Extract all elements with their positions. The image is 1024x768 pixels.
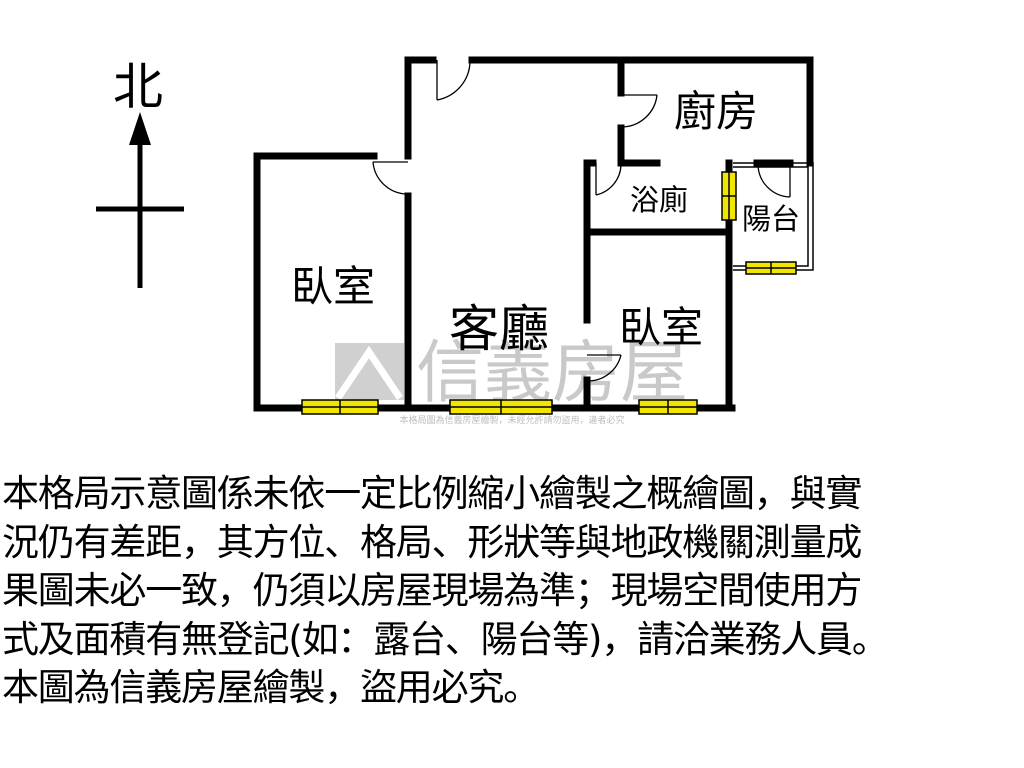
watermark-logo-icon	[335, 343, 404, 400]
compass-north-label: 北	[113, 58, 163, 116]
doors	[372, 60, 791, 382]
watermark-small-text: 本格局圖為信義房屋繪製，未經允許請勿盜用，違者必究	[399, 414, 624, 426]
window	[721, 171, 737, 221]
window	[301, 399, 379, 415]
window	[449, 399, 553, 415]
room-label-bathroom: 浴廁	[630, 183, 688, 217]
room-label-balcony: 陽台	[742, 202, 800, 236]
disclaimer-line: 本格局示意圖係未依一定比例縮小繪製之概繪圖，與實	[2, 472, 862, 515]
bedroom-left-door	[372, 161, 408, 195]
window	[638, 399, 698, 415]
floor-plan: 北 信義房屋 本格局圖為信義房屋繪製，未經允許請勿盜用，違者必究	[96, 56, 814, 426]
window	[745, 261, 797, 275]
disclaimer-line: 況仍有差距，其方位、格局、形狀等與地政機關測量成	[2, 520, 862, 564]
room-label-bedroom-left: 臥室	[291, 262, 375, 311]
kitchen-door	[621, 94, 658, 128]
disclaimer-line: 本圖為信義房屋繪製，盜用必究。	[2, 666, 540, 709]
balcony-door	[757, 163, 791, 198]
compass: 北	[96, 58, 184, 288]
room-label-bedroom-right: 臥室	[619, 303, 703, 352]
disclaimer-line: 式及面積有無登記(如：露台、陽台等)，請洽業務人員。	[2, 617, 889, 661]
room-label-kitchen: 廚房	[674, 87, 758, 136]
disclaimer: 本格局示意圖係未依一定比例縮小繪製之概繪圖，與實 況仍有差距，其方位、格局、形狀…	[2, 470, 1022, 713]
watermark-logo-roof	[335, 345, 403, 400]
windows	[301, 171, 797, 415]
disclaimer-line: 果圖未必一致，仍須以房屋現場為準；現場空間使用方	[2, 569, 862, 612]
bedroom-right-door	[587, 354, 622, 382]
room-label-living-room: 客廳	[449, 300, 549, 358]
compass-arrow-icon	[129, 112, 151, 145]
bathroom-door	[595, 163, 622, 196]
entrance-door	[436, 60, 471, 101]
